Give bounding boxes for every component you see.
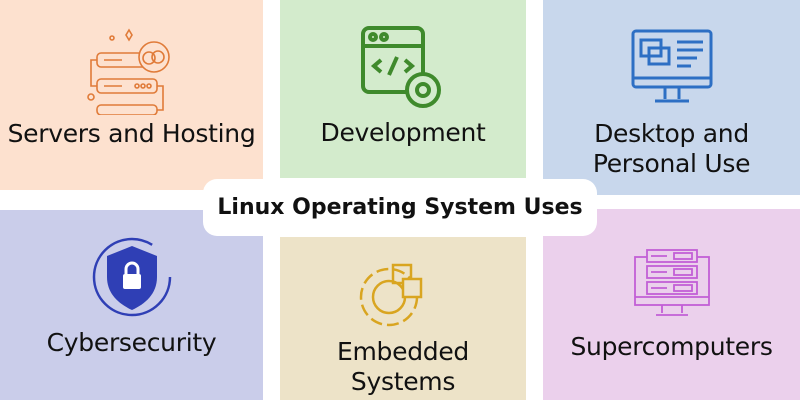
- panel-servers-hosting: Servers and Hosting: [0, 0, 263, 190]
- desktop-monitor-icon: [631, 29, 712, 103]
- panel-label: Embedded Systems: [337, 337, 469, 396]
- server-cloud-icon: [86, 28, 170, 115]
- supercomputer-monitor-icon: [633, 249, 710, 316]
- shield-lock-icon: [92, 237, 171, 317]
- panel-cybersecurity: Cybersecurity: [0, 210, 263, 400]
- panel-label: Desktop and Personal Use: [592, 119, 751, 178]
- panel-label: Development: [320, 118, 486, 147]
- panel-embedded-systems: Embedded Systems: [280, 237, 526, 400]
- gear-puzzle-icon: [359, 263, 423, 327]
- panel-label: Servers and Hosting: [7, 119, 256, 148]
- panel-label: Cybersecurity: [46, 328, 217, 357]
- panel-development: Development: [280, 0, 526, 178]
- code-window-gear-icon: [361, 26, 441, 108]
- panel-label: Supercomputers: [570, 332, 773, 361]
- diagram-title: Linux Operating System Uses: [203, 179, 597, 236]
- panel-desktop-personal: Desktop and Personal Use: [543, 0, 800, 195]
- panel-supercomputers: Supercomputers: [543, 209, 800, 400]
